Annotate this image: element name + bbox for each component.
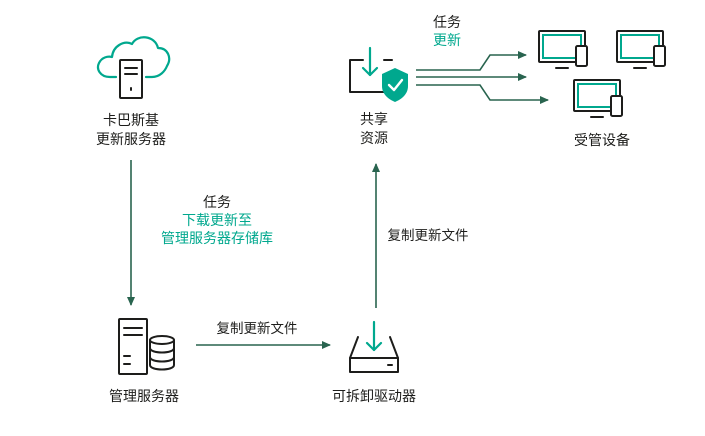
cloud-server-icon (96, 36, 171, 99)
admin-server-label: 管理服务器 (109, 389, 179, 405)
shared-resource-label-line2: 资源 (360, 131, 388, 147)
update-task-action: 更新 (433, 33, 461, 49)
download-task-target-line2: 管理服务器存储库 (161, 231, 273, 247)
download-task-target-line1: 下载更新至 (182, 213, 252, 229)
removable-drive-label: 可拆卸驱动器 (332, 389, 416, 405)
shared-folder-shield-icon (349, 46, 408, 102)
copy-to-share-label: 复制更新文件 (388, 227, 469, 244)
update-server-label-line2: 更新服务器 (96, 132, 166, 148)
update-arrow-3 (416, 84, 549, 104)
update-task-label: 任务 (433, 15, 461, 31)
server-database-icon (118, 318, 175, 375)
managed-devices-label: 受管设备 (574, 132, 630, 149)
download-task-label: 任务 (203, 195, 231, 211)
update-arrow-1 (416, 51, 527, 71)
shared-resource-label-line1: 共享 (360, 111, 388, 128)
copy-to-drive-label: 复制更新文件 (217, 320, 298, 337)
computer-phone-icon (616, 30, 666, 69)
update-server-label-line1: 卡巴斯基 (103, 112, 159, 129)
removable-drive-icon (349, 320, 399, 373)
computer-phone-icon (538, 30, 588, 69)
computer-phone-icon (573, 79, 623, 118)
